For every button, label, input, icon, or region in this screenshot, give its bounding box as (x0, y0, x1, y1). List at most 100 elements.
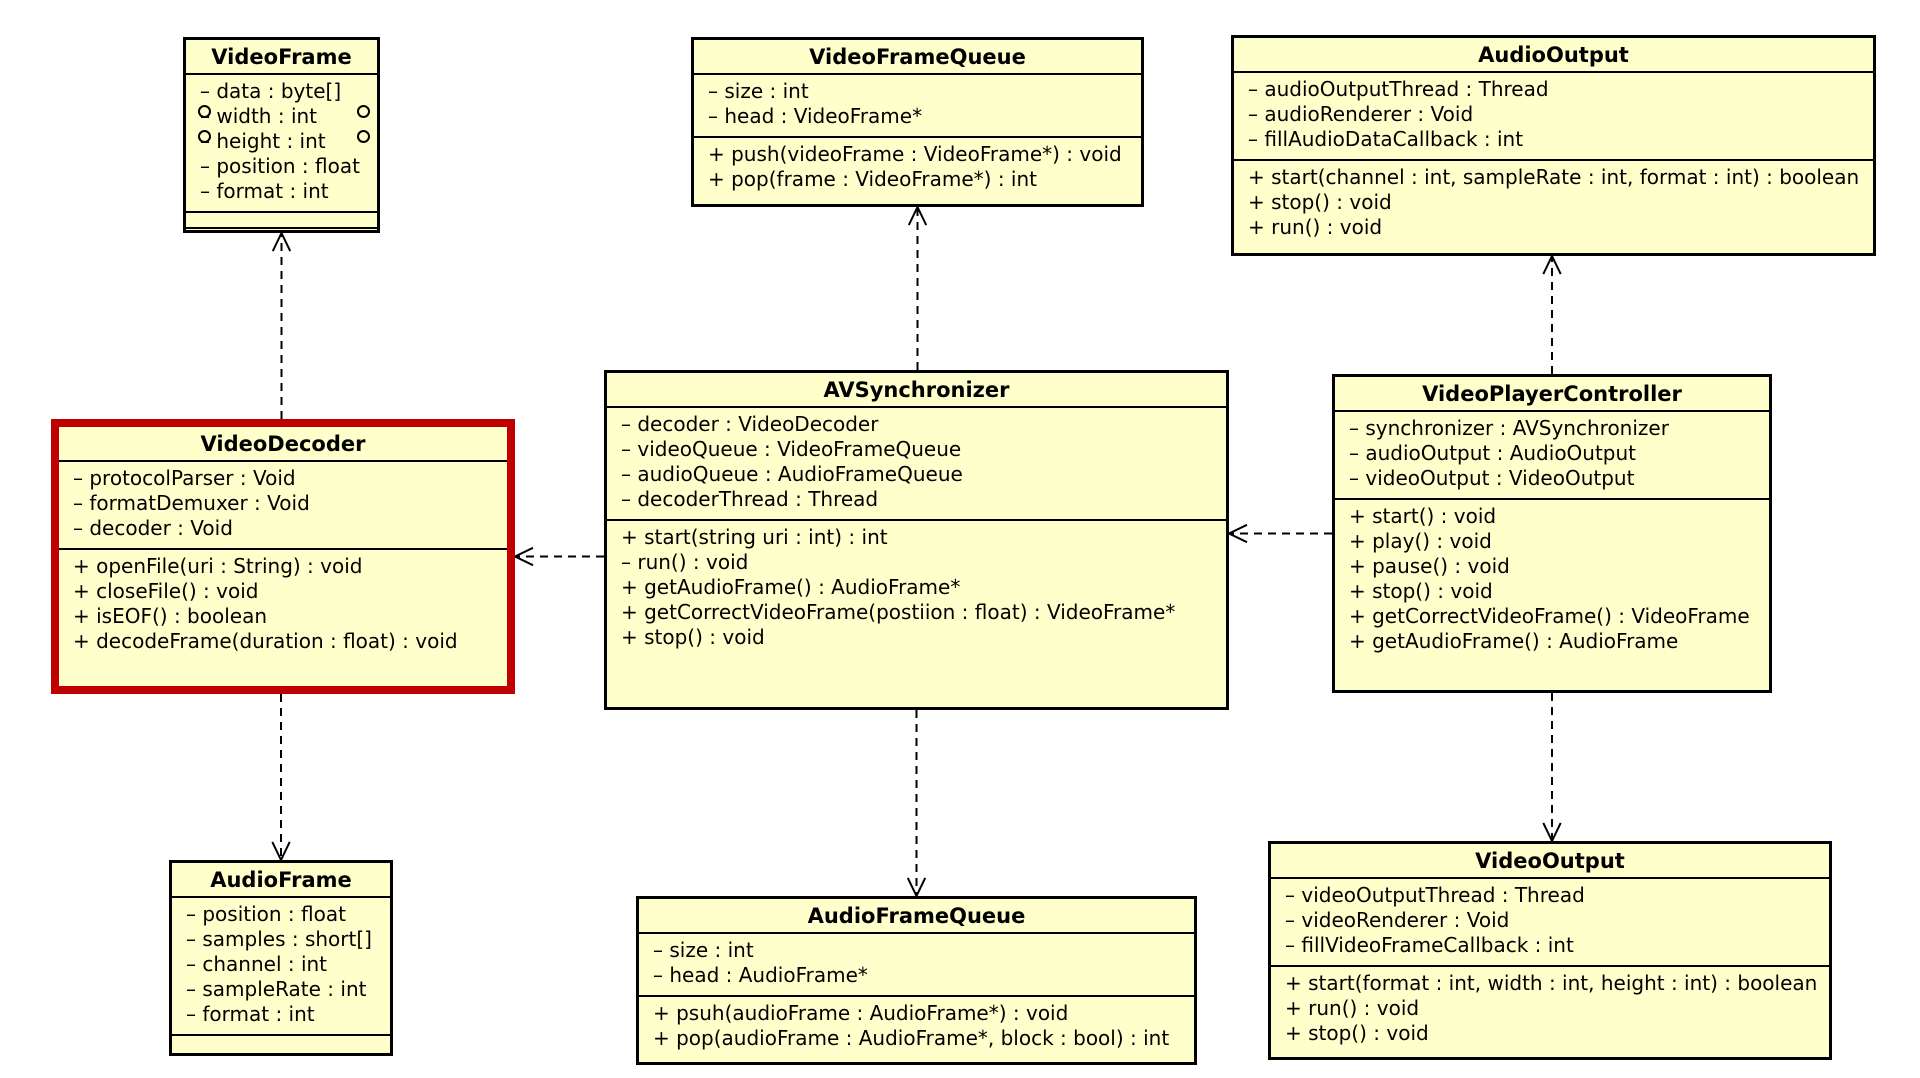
class-videoframe[interactable]: VideoFrame – data : byte[]– width : int–… (183, 37, 380, 233)
class-name: VideoPlayerController (1335, 377, 1769, 412)
operations-section: + start(string uri : int) : int– run() :… (607, 521, 1226, 657)
operation: + start(channel : int, sampleRate : int,… (1248, 165, 1860, 189)
operations-section: + openFile(uri : String) : void+ closeFi… (59, 550, 507, 661)
operation: + getCorrectVideoFrame(postiion : float)… (621, 600, 1176, 624)
class-name: VideoOutput (1271, 844, 1829, 879)
attribute: – size : int (708, 79, 809, 103)
attributes-section: – position : float– samples : short[]– c… (172, 898, 390, 1036)
attribute: – width : int (200, 104, 318, 128)
class-videoplayercontroller[interactable]: VideoPlayerController – synchronizer : A… (1332, 374, 1772, 693)
attribute: – decoderThread : Thread (621, 487, 879, 511)
attribute: – sampleRate : int (186, 977, 367, 1001)
operation: + start() : void (1349, 504, 1497, 528)
attribute: – videoOutputThread : Thread (1285, 883, 1585, 907)
operation: + run() : void (1248, 215, 1383, 239)
attribute: – position : float (186, 902, 346, 926)
attribute: – videoOutput : VideoOutput (1349, 466, 1635, 490)
operation: + play() : void (1349, 529, 1492, 553)
operation: + stop() : void (1248, 190, 1392, 214)
attribute: – audioOutputThread : Thread (1248, 77, 1549, 101)
operation: + pop(frame : VideoFrame*) : int (708, 167, 1037, 191)
attribute: – data : byte[] (200, 79, 342, 103)
attribute: – head : AudioFrame* (653, 963, 868, 987)
operations-section: + start(format : int, width : int, heigh… (1271, 967, 1829, 1053)
attributes-section: – size : int– head : VideoFrame* (694, 75, 1141, 138)
attributes-section: – size : int– head : AudioFrame* (639, 934, 1194, 997)
operation: + closeFile() : void (73, 579, 259, 603)
interface-ball-icon (198, 130, 211, 143)
attribute: – decoder : VideoDecoder (621, 412, 879, 436)
operation: – run() : void (621, 550, 749, 574)
operation: + openFile(uri : String) : void (73, 554, 363, 578)
dependency-arrowhead (906, 877, 927, 899)
attribute: – protocolParser : Void (73, 466, 296, 490)
interface-ball-icon (357, 105, 370, 118)
attribute: – size : int (653, 938, 754, 962)
class-videodecoder[interactable]: VideoDecoder – protocolParser : Void– fo… (51, 419, 515, 694)
attribute: – decoder : Void (73, 516, 233, 540)
dependency-arrowhead (271, 230, 292, 252)
operations-section: + start(channel : int, sampleRate : int,… (1234, 161, 1873, 247)
operation: + decodeFrame(duration : float) : void (73, 629, 458, 653)
attribute: – formatDemuxer : Void (73, 491, 310, 515)
operation: + pause() : void (1349, 554, 1510, 578)
attribute: – format : int (200, 179, 329, 203)
class-name: AVSynchronizer (607, 373, 1226, 408)
class-avsynchronizer[interactable]: AVSynchronizer – decoder : VideoDecoder–… (604, 370, 1229, 710)
attributes-section: – synchronizer : AVSynchronizer– audioOu… (1335, 412, 1769, 500)
dependency-arrowhead (1542, 253, 1562, 275)
operation: + getAudioFrame() : AudioFrame* (621, 575, 961, 599)
attributes-section: – protocolParser : Void– formatDemuxer :… (59, 462, 507, 550)
attribute: – audioRenderer : Void (1248, 102, 1474, 126)
operation: + start(string uri : int) : int (621, 525, 888, 549)
attribute: – head : VideoFrame* (708, 104, 923, 128)
operation: + isEOF() : boolean (73, 604, 267, 628)
attribute: – videoRenderer : Void (1285, 908, 1510, 932)
attribute: – audioQueue : AudioFrameQueue (621, 462, 963, 486)
dependency-arrowhead (907, 204, 928, 226)
operation: + stop() : void (621, 625, 765, 649)
operations-section: + start() : void+ play() : void+ pause()… (1335, 500, 1769, 661)
operation: + stop() : void (1285, 1021, 1429, 1045)
dependency-arrowhead (512, 546, 534, 567)
operation: + getCorrectVideoFrame() : VideoFrame (1349, 604, 1750, 628)
operations-section: + push(videoFrame : VideoFrame*) : void+… (694, 138, 1141, 199)
class-audioframequeue[interactable]: AudioFrameQueue – size : int– head : Aud… (636, 896, 1197, 1065)
class-name: AudioOutput (1234, 38, 1873, 73)
attributes-section: – videoOutputThread : Thread– videoRende… (1271, 879, 1829, 967)
operation: + run() : void (1285, 996, 1420, 1020)
attribute: – fillVideoFrameCallback : int (1285, 933, 1574, 957)
attributes-section: – data : byte[]– width : int– height : i… (186, 75, 377, 213)
dependency-arrowhead (1542, 822, 1562, 844)
attribute: – videoQueue : VideoFrameQueue (621, 437, 962, 461)
operations-section (186, 213, 377, 229)
attributes-section: – audioOutputThread : Thread– audioRende… (1234, 73, 1873, 161)
attribute: – fillAudioDataCallback : int (1248, 127, 1524, 151)
class-videoframequeue[interactable]: VideoFrameQueue – size : int– head : Vid… (691, 37, 1144, 207)
attributes-section: – decoder : VideoDecoder– videoQueue : V… (607, 408, 1226, 521)
dependency-arrowhead (271, 841, 291, 863)
attribute: – height : int (200, 129, 326, 153)
dependency-arrowhead (1226, 523, 1248, 544)
operation: + pop(audioFrame : AudioFrame*, block : … (653, 1026, 1170, 1050)
class-name: VideoDecoder (59, 427, 507, 462)
attribute: – channel : int (186, 952, 328, 976)
class-name: VideoFrame (186, 40, 377, 75)
class-name: AudioFrame (172, 863, 390, 898)
operation: + stop() : void (1349, 579, 1493, 603)
interface-ball-icon (198, 105, 211, 118)
class-videooutput[interactable]: VideoOutput – videoOutputThread : Thread… (1268, 841, 1832, 1060)
attribute: – audioOutput : AudioOutput (1349, 441, 1637, 465)
class-audioframe[interactable]: AudioFrame – position : float– samples :… (169, 860, 393, 1056)
class-name: VideoFrameQueue (694, 40, 1141, 75)
attribute: – samples : short[] (186, 927, 372, 951)
operations-section (172, 1036, 390, 1050)
interface-ball-icon (357, 130, 370, 143)
attribute: – format : int (186, 1002, 315, 1026)
operations-section: + psuh(audioFrame : AudioFrame*) : void+… (639, 997, 1194, 1058)
class-audiooutput[interactable]: AudioOutput – audioOutputThread : Thread… (1231, 35, 1876, 256)
class-name: AudioFrameQueue (639, 899, 1194, 934)
operation: + psuh(audioFrame : AudioFrame*) : void (653, 1001, 1069, 1025)
operation: + push(videoFrame : VideoFrame*) : void (708, 142, 1122, 166)
